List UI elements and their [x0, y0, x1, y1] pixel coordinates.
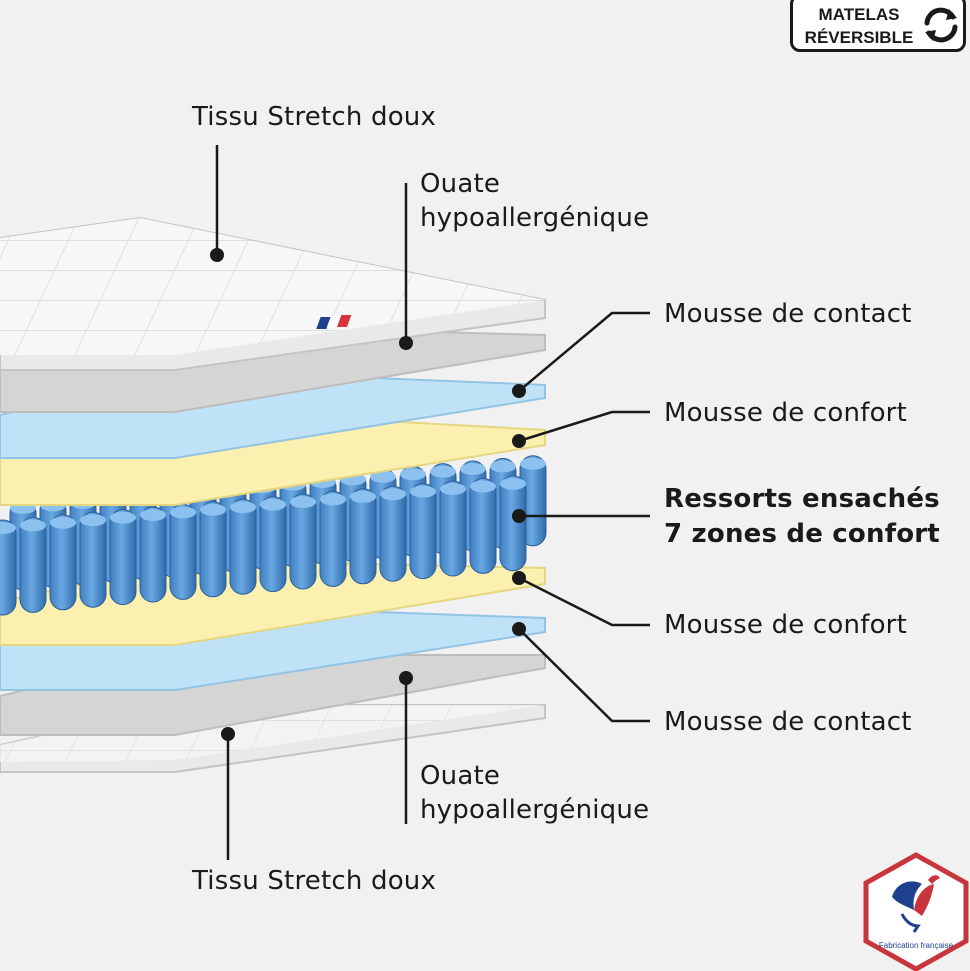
marker-tissu-bottom [221, 727, 235, 741]
leader-confort-top [518, 410, 650, 443]
marker-contact-bottom [512, 622, 526, 636]
rooster-icon [892, 875, 940, 933]
fabrication-francaise-logo: Fabrication française [863, 852, 969, 971]
label-tissu-top: Tissu Stretch doux [192, 102, 437, 132]
badge-text: MATELAS RÉVERSIBLE [803, 3, 915, 49]
badge-line-1: MATELAS [818, 5, 900, 24]
spring-coil [229, 498, 257, 595]
label-ouate-top-2: hypoallergénique [420, 203, 650, 233]
label-contact-top: Mousse de contact [664, 299, 912, 329]
label-ressorts-1: Ressorts ensachés [664, 484, 940, 514]
spring-coil [319, 490, 347, 587]
label-ouate-bottom-2: hypoallergénique [420, 795, 650, 825]
spring-coil [379, 485, 407, 582]
reverse-arrows-icon [924, 7, 958, 43]
spring-coil [409, 483, 437, 580]
spring-coil [469, 477, 497, 574]
marker-confort-top [512, 434, 526, 448]
french-flag-icon [316, 315, 352, 329]
spring-coil [0, 519, 17, 616]
spring-coil [499, 475, 527, 572]
marker-ressorts [512, 509, 526, 523]
marker-ouate-bottom [399, 671, 413, 685]
marker-confort-bottom [512, 571, 526, 585]
spring-coil [19, 516, 47, 613]
leader-contact-top [518, 311, 650, 392]
leader-lines [215, 145, 650, 860]
logo-text: Fabrication française [879, 941, 954, 950]
reversible-badge: MATELAS RÉVERSIBLE [790, 0, 966, 52]
marker-ouate-top [399, 336, 413, 350]
marker-contact-top [512, 384, 526, 398]
leader-confort-bottom [518, 576, 650, 627]
leader-contact-bottom [518, 628, 650, 723]
spring-coil [289, 493, 317, 590]
spring-coil [139, 506, 167, 603]
spring-coil [439, 480, 467, 577]
marker-tissu-top [210, 248, 224, 262]
label-ouate-bottom-1: Ouate [420, 761, 501, 791]
spring-coil [199, 501, 227, 598]
label-contact-bottom: Mousse de contact [664, 707, 912, 737]
label-tissu-bottom: Tissu Stretch doux [192, 866, 437, 896]
spring-coil [259, 496, 287, 593]
leader-markers [210, 248, 526, 741]
spring-coil [79, 511, 107, 608]
label-confort-bottom: Mousse de confort [664, 610, 907, 640]
label-ouate-top-1: Ouate [420, 169, 501, 199]
label-confort-top: Mousse de confort [664, 398, 907, 428]
label-ressorts-2: 7 zones de confort [664, 519, 940, 549]
spring-coil [169, 503, 197, 600]
spring-coil [349, 488, 377, 585]
badge-line-2: RÉVERSIBLE [804, 28, 914, 47]
layer-tissu-top [0, 216, 546, 371]
spring-coil [109, 509, 137, 606]
spring-coil [49, 514, 77, 611]
